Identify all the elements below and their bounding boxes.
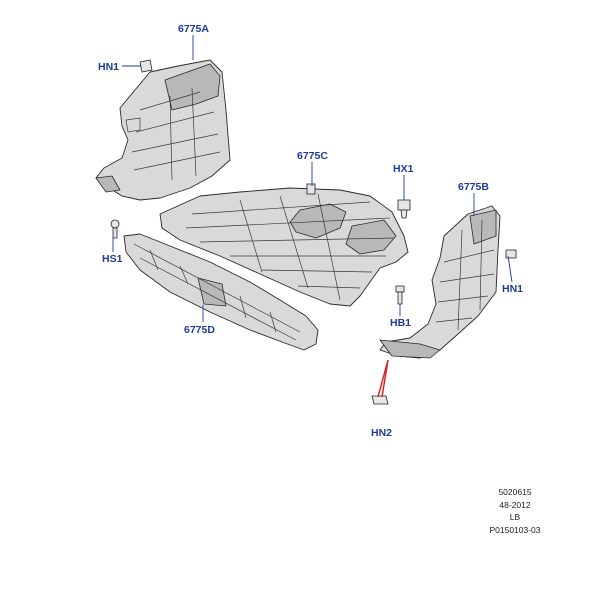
part-6775a-shield <box>95 59 231 201</box>
part-6775d-front-bar <box>123 233 319 351</box>
callout-hn1-left: HN1 <box>98 61 119 73</box>
diagram-reference-info: 5020615 48-2012 LB P0150103-03 <box>470 486 560 536</box>
callout-6775a: 6775A <box>178 23 209 35</box>
part-6775b-shield <box>379 205 501 359</box>
reference-illustration-id: P0150103-03 <box>489 524 541 535</box>
leader-lines <box>112 35 513 322</box>
callout-hn1-right: HN1 <box>502 283 523 295</box>
callout-6775d: 6775D <box>184 324 215 336</box>
fastener-hn2 <box>371 395 389 405</box>
fastener-hb1 <box>395 285 405 305</box>
callout-hs1: HS1 <box>102 253 123 265</box>
fastener-hn1-right <box>505 249 517 259</box>
callout-hn2: HN2 <box>371 427 392 439</box>
reference-model-code: LB <box>509 512 521 522</box>
callout-6775b: 6775B <box>458 181 489 193</box>
callout-hx1: HX1 <box>393 163 414 175</box>
reference-number: 5020615 <box>498 487 532 497</box>
part-6775c-undertray <box>159 183 409 307</box>
callout-6775c: 6775C <box>297 150 328 162</box>
callout-hb1: HB1 <box>390 317 411 329</box>
hn2-highlight-lines <box>377 359 389 398</box>
reference-date: 48-2012 <box>499 499 531 510</box>
fastener-hs1 <box>110 219 120 239</box>
fastener-hn1-left <box>139 59 153 73</box>
fastener-hx1 <box>397 199 411 219</box>
